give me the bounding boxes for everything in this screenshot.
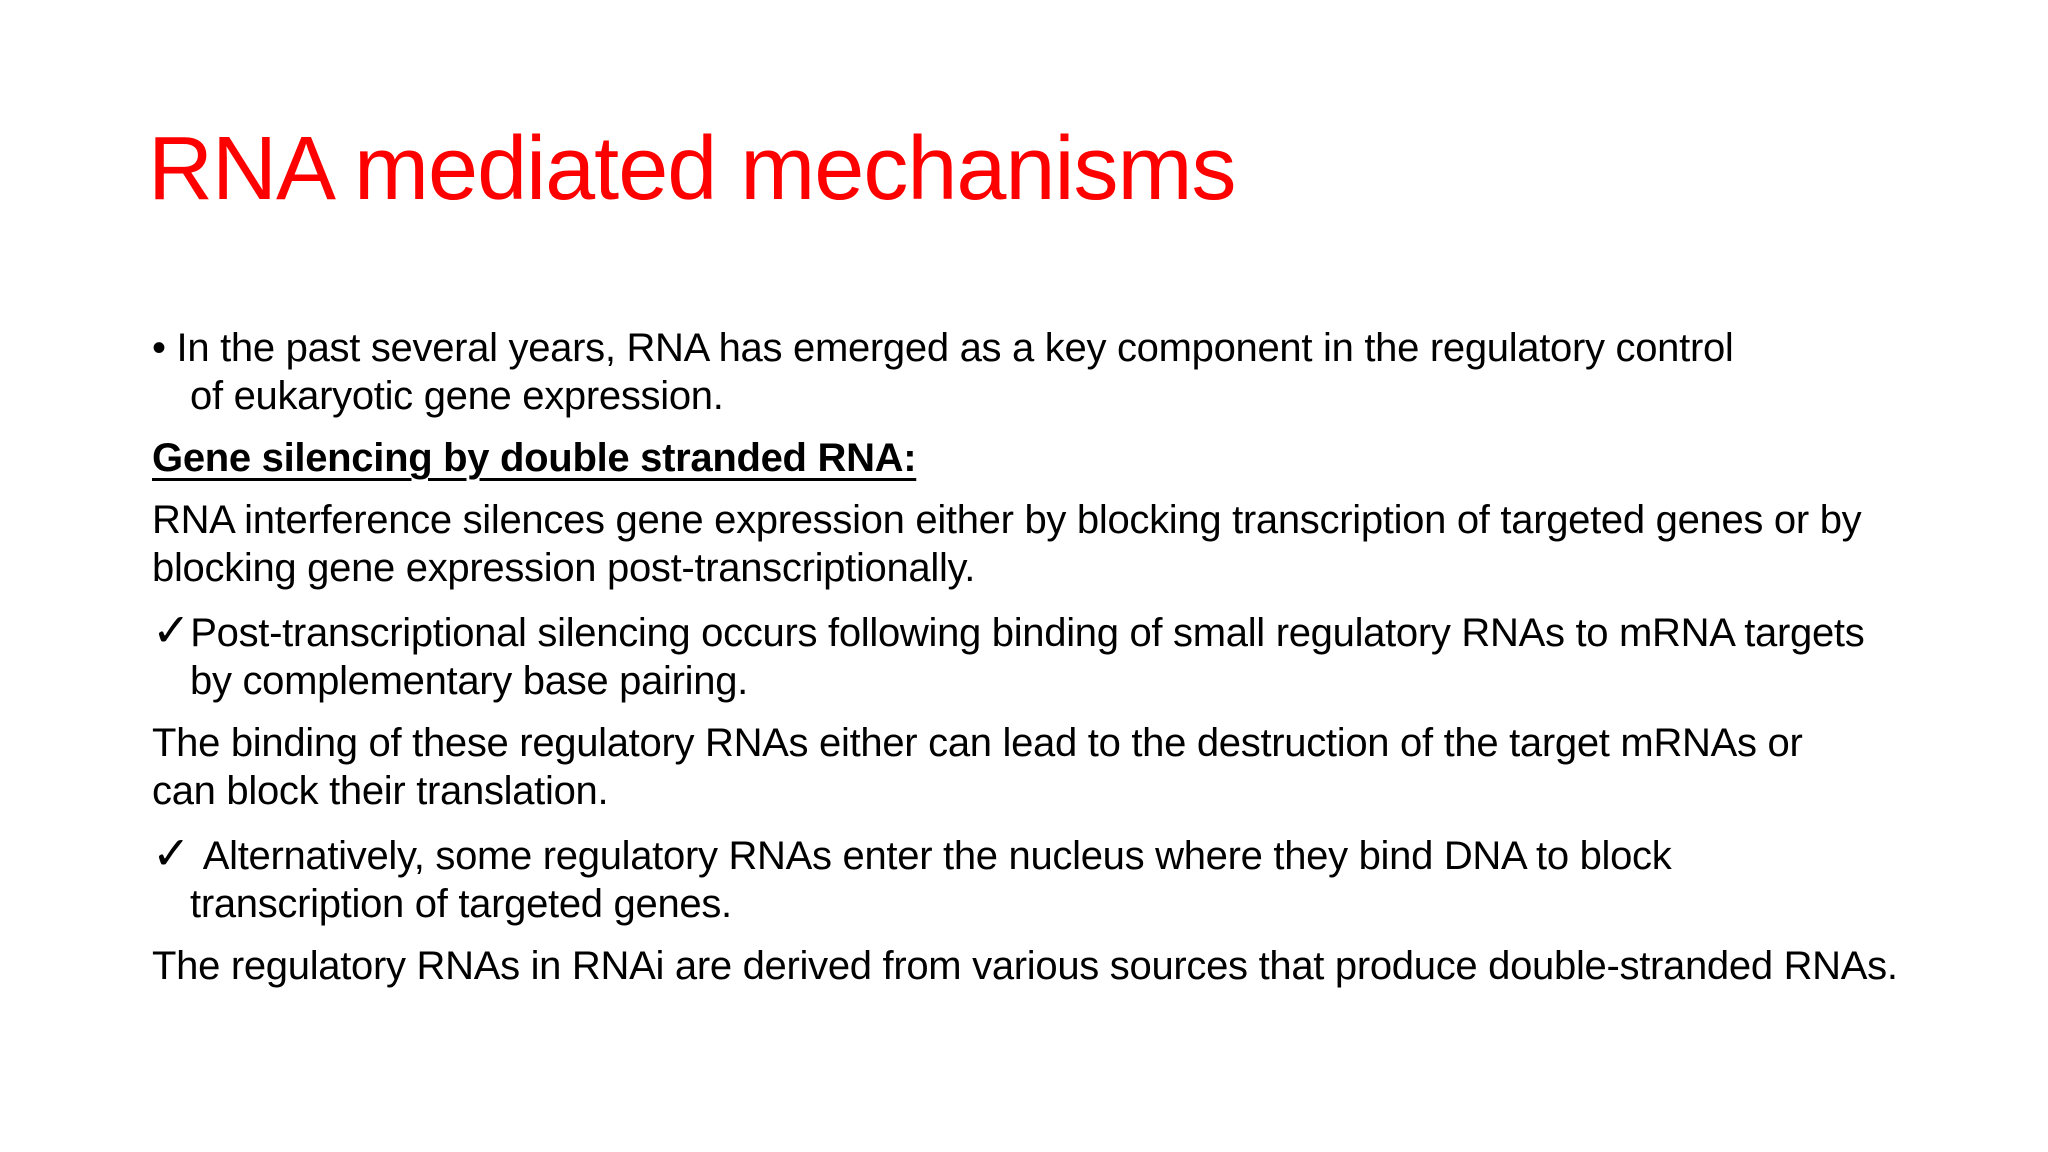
slide-title: RNA mediated mechanisms — [148, 119, 1236, 219]
check-paragraph: ✓ Alternatively, some regulatory RNAs en… — [152, 829, 2048, 928]
text-line: The regulatory RNAs in RNAi are derived … — [152, 944, 1898, 988]
check-icon: ✓ — [152, 827, 203, 879]
bullet-paragraph: • In the past several years, RNA has eme… — [152, 324, 2048, 420]
text-line: of eukaryotic gene expression. — [190, 374, 724, 418]
text-line: Gene silencing by double stranded RNA: — [152, 436, 917, 480]
text-line: blocking gene expression post-transcript… — [152, 546, 976, 590]
text-line: ✓Post-transcriptional silencing occurs f… — [152, 604, 1865, 656]
text-line: by complementary base pairing. — [190, 659, 748, 703]
plain-paragraph: The regulatory RNAs in RNAi are derived … — [152, 942, 2048, 990]
heading-paragraph: Gene silencing by double stranded RNA: — [152, 434, 2048, 482]
text-line: ✓ Alternatively, some regulatory RNAs en… — [152, 827, 1672, 879]
bullet-icon: • — [152, 326, 177, 370]
plain-paragraph: RNA interference silences gene expressio… — [152, 496, 2048, 592]
text-line: RNA interference silences gene expressio… — [152, 498, 1862, 542]
text-line: The binding of these regulatory RNAs eit… — [152, 721, 1803, 765]
text-line: • In the past several years, RNA has eme… — [152, 326, 1734, 370]
text-line: transcription of targeted genes. — [190, 882, 732, 926]
plain-paragraph: The binding of these regulatory RNAs eit… — [152, 719, 2048, 815]
text-line: can block their translation. — [152, 769, 609, 813]
check-icon: ✓ — [152, 604, 191, 656]
slide-body: • In the past several years, RNA has eme… — [152, 324, 2048, 1004]
check-paragraph: ✓Post-transcriptional silencing occurs f… — [152, 606, 2048, 705]
